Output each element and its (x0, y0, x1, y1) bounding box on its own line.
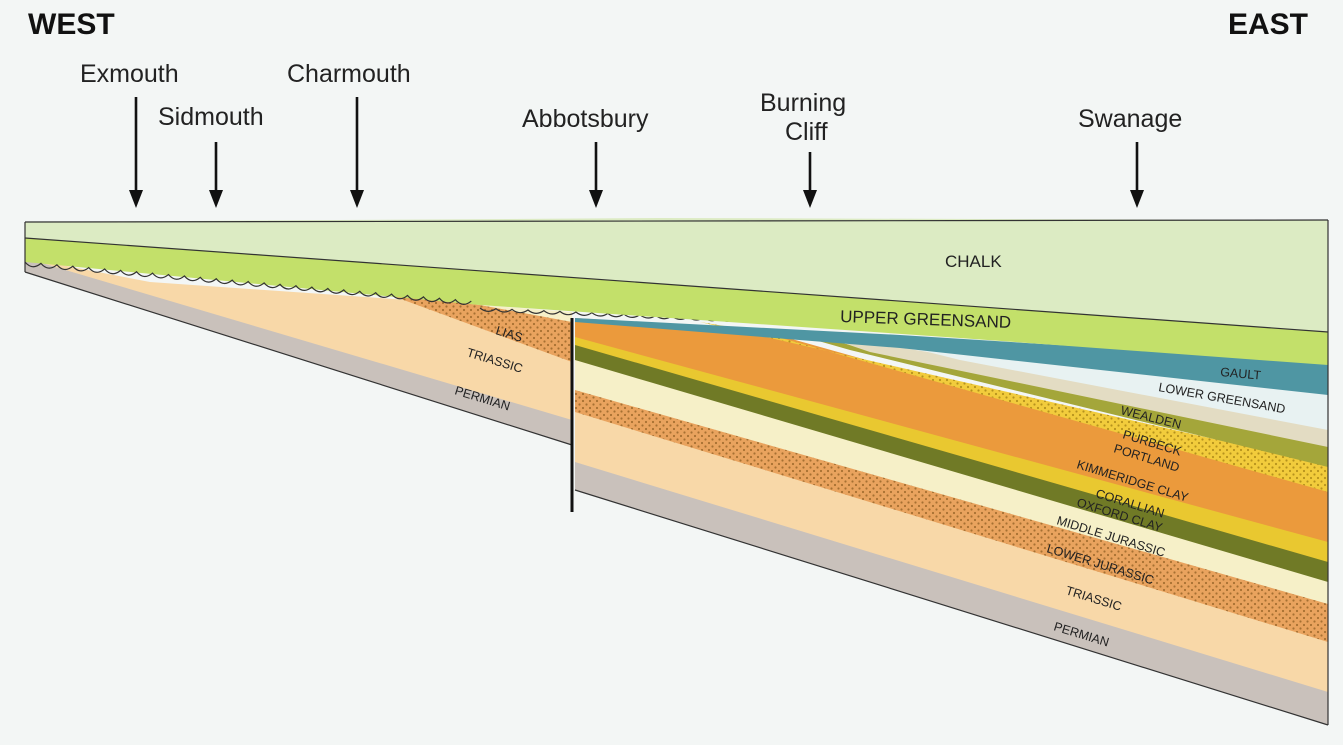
east-label: EAST (1228, 8, 1308, 41)
oxford-clay-layer (575, 343, 1328, 582)
west-base (24, 271, 573, 446)
east-base (574, 489, 1329, 726)
location-abbotsbury: Abbotsbury (522, 105, 649, 133)
cretaceous-cover (24, 218, 1329, 726)
location-charmouth: Charmouth (287, 60, 411, 88)
wealden-layer (820, 335, 1328, 447)
lower-greensand-layer (900, 345, 1328, 430)
east-block (479, 307, 1328, 725)
arrow-head-burning-cliff (803, 190, 817, 208)
arrow-head-exmouth (129, 190, 143, 208)
arrow-head-abbotsbury (589, 190, 603, 208)
middle-jurassic-west (480, 305, 572, 322)
west-unconformity (24, 261, 472, 305)
location-sidmouth: Sidmouth (158, 103, 264, 131)
permian-west-band (25, 258, 572, 445)
lias-dots (390, 295, 572, 362)
location-cliff: Cliff (785, 118, 828, 146)
gault-layer (575, 318, 1328, 395)
location-swanage: Swanage (1078, 105, 1182, 133)
location-markers: Exmouth Sidmouth Charmouth Abbotsbury Bu… (80, 60, 1182, 208)
purbeck-layer (780, 330, 1328, 467)
location-exmouth: Exmouth (80, 60, 179, 88)
location-burning: Burning (760, 89, 846, 117)
layer-labels: CHALK UPPER GREENSAND GAULT LOWER GREENS… (453, 252, 1286, 650)
upper-greensand-layer (25, 238, 1328, 365)
lower-jurassic-dots (575, 388, 1328, 642)
arrow-head-charmouth (350, 190, 364, 208)
west-label: WEST (28, 8, 115, 41)
kimmeridge-clay-layer (575, 318, 1328, 542)
chalk-layer (25, 218, 1328, 332)
triassic-west-layer (25, 258, 572, 420)
corallian-layer (575, 335, 1328, 562)
middle-jurassic-layer (575, 358, 1328, 604)
permian-east-layer (575, 460, 1328, 725)
label-gault: GAULT (1220, 365, 1262, 383)
chalk-base (24, 237, 1329, 333)
triassic-east-layer (575, 410, 1328, 692)
arrow-head-sidmouth (209, 190, 223, 208)
arrow-head-swanage (1130, 190, 1144, 208)
ground-surface (24, 219, 1329, 223)
label-chalk: CHALK (945, 252, 1002, 271)
